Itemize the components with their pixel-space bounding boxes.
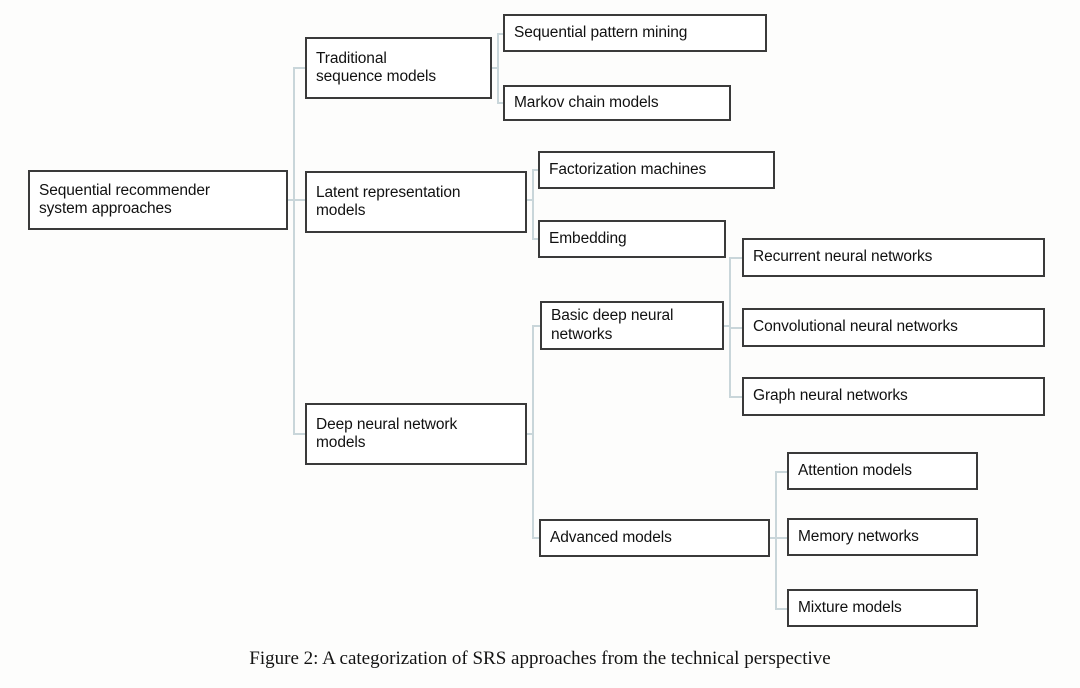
connector-traditional-stub bbox=[492, 67, 499, 69]
connector-latent-to-embedding bbox=[532, 238, 540, 240]
node-root[interactable]: Sequential recommender system approaches bbox=[28, 170, 288, 230]
connector-root-to-traditional bbox=[293, 67, 307, 69]
connector-latent-stub bbox=[527, 199, 533, 201]
connector-deep-to-advanced bbox=[532, 537, 542, 539]
connector-advanced-to-memory bbox=[775, 537, 787, 539]
node-factorization-machines[interactable]: Factorization machines bbox=[538, 151, 775, 189]
node-basic-deep-neural-networks[interactable]: Basic deep neural networks bbox=[540, 301, 724, 350]
connector-advanced-trunk bbox=[775, 471, 777, 609]
node-deep-neural-network-models[interactable]: Deep neural network models bbox=[305, 403, 527, 465]
connector-traditional-to-markov bbox=[497, 102, 505, 104]
node-memory-networks-label: Memory networks bbox=[798, 527, 919, 545]
connector-basic-to-gnn bbox=[729, 396, 742, 398]
figure-caption: Figure 2: A categorization of SRS approa… bbox=[249, 648, 831, 669]
node-embedding[interactable]: Embedding bbox=[538, 220, 726, 258]
node-convolutional-neural-networks-label: Convolutional neural networks bbox=[753, 318, 958, 336]
node-sequential-pattern-mining-label: Sequential pattern mining bbox=[514, 23, 688, 41]
node-graph-neural-networks-label: Graph neural networks bbox=[753, 387, 908, 405]
node-advanced-models-label: Advanced models bbox=[550, 528, 672, 546]
connector-deep-stub bbox=[527, 433, 533, 435]
connector-advanced-to-mixture bbox=[775, 608, 787, 610]
node-attention-models-label: Attention models bbox=[798, 461, 912, 479]
node-mixture-models-label: Mixture models bbox=[798, 598, 902, 616]
connector-deep-trunk bbox=[532, 325, 534, 538]
connector-deep-to-basic bbox=[532, 325, 542, 327]
connector-basic-to-rnn bbox=[729, 257, 742, 259]
connector-latent-to-fm bbox=[532, 169, 540, 171]
node-graph-neural-networks[interactable]: Graph neural networks bbox=[742, 377, 1045, 416]
connector-latent-trunk bbox=[532, 169, 534, 239]
connector-root-to-deep bbox=[293, 433, 307, 435]
node-markov-chain-models[interactable]: Markov chain models bbox=[503, 85, 731, 121]
connector-traditional-to-spm bbox=[497, 33, 505, 35]
node-traditional-sequence-models[interactable]: Traditional sequence models bbox=[305, 37, 492, 99]
node-root-label: Sequential recommender system approaches bbox=[39, 181, 210, 217]
node-recurrent-neural-networks[interactable]: Recurrent neural networks bbox=[742, 238, 1045, 277]
node-sequential-pattern-mining[interactable]: Sequential pattern mining bbox=[503, 14, 767, 52]
node-deep-neural-network-models-label: Deep neural network models bbox=[316, 415, 458, 451]
node-memory-networks[interactable]: Memory networks bbox=[787, 518, 978, 556]
node-markov-chain-models-label: Markov chain models bbox=[514, 93, 659, 111]
node-recurrent-neural-networks-label: Recurrent neural networks bbox=[753, 248, 933, 266]
connector-advanced-to-attention bbox=[775, 471, 787, 473]
node-basic-deep-neural-networks-label: Basic deep neural networks bbox=[551, 307, 674, 343]
node-factorization-machines-label: Factorization machines bbox=[549, 160, 707, 178]
connector-basic-to-cnn bbox=[729, 327, 742, 329]
connector-root-to-latent bbox=[293, 199, 307, 201]
node-mixture-models[interactable]: Mixture models bbox=[787, 589, 978, 627]
node-latent-representation-models[interactable]: Latent representation models bbox=[305, 171, 527, 233]
node-attention-models[interactable]: Attention models bbox=[787, 452, 978, 490]
connector-traditional-trunk bbox=[497, 33, 499, 103]
connector-advanced-stub bbox=[770, 537, 776, 539]
connector-basic-stub bbox=[724, 325, 730, 327]
connector-root-stub bbox=[288, 199, 295, 201]
node-convolutional-neural-networks[interactable]: Convolutional neural networks bbox=[742, 308, 1045, 347]
node-latent-representation-models-label: Latent representation models bbox=[316, 183, 461, 219]
node-traditional-sequence-models-label: Traditional sequence models bbox=[316, 49, 436, 85]
connector-basic-trunk bbox=[729, 257, 731, 396]
node-embedding-label: Embedding bbox=[549, 229, 627, 247]
node-advanced-models[interactable]: Advanced models bbox=[539, 519, 770, 557]
connector-root-trunk bbox=[293, 67, 295, 434]
